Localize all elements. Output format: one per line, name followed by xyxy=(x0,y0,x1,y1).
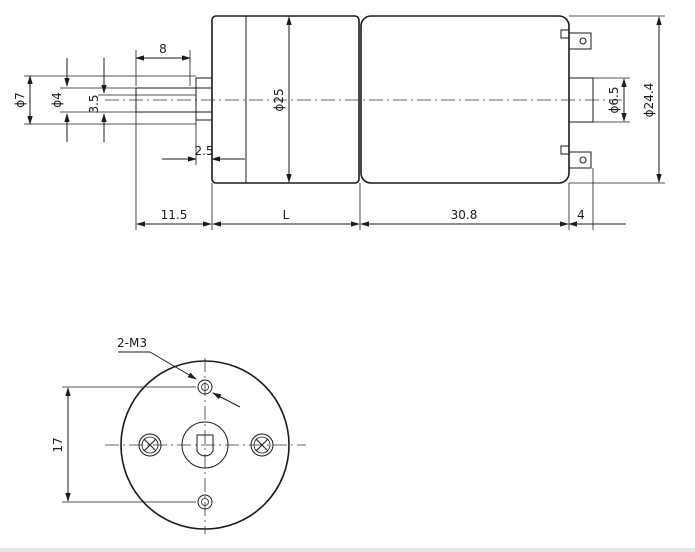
mounting-hole-bottom xyxy=(197,494,213,510)
dim-hole-spacing: 17 xyxy=(51,437,65,452)
dim-shaft-length: 8 xyxy=(159,42,167,56)
terminal-bottom xyxy=(560,145,592,169)
dim-L: L xyxy=(283,208,290,222)
dim-4: 4 xyxy=(577,208,585,222)
dim-dia-6-5: ϕ6.5 xyxy=(607,87,621,114)
dim-30-8: 30.8 xyxy=(451,208,478,222)
motor-body xyxy=(360,15,570,184)
dim-dia-4: ϕ4 xyxy=(50,92,64,108)
dim-flange: 2.5 xyxy=(194,144,213,158)
side-view: 8 ϕ7 ϕ4 3.5 ϕ25 2.5 11.5 L xyxy=(13,15,665,230)
dim-holes: 2-M3 xyxy=(117,336,147,350)
dim-flat: 3.5 xyxy=(87,94,101,113)
front-view: 2-M3 17 xyxy=(51,336,306,534)
dim-11-5: 11.5 xyxy=(161,208,188,222)
dim-dia-24-4: ϕ24.4 xyxy=(642,83,656,118)
mounting-hole-top xyxy=(197,379,213,395)
dim-dia-7: ϕ7 xyxy=(13,92,27,108)
shaft-collar xyxy=(195,77,213,121)
screw-left xyxy=(138,433,162,457)
shaft-d-profile xyxy=(196,434,214,457)
dim-dia-25: ϕ25 xyxy=(272,88,286,111)
terminal-top xyxy=(560,29,592,50)
screw-right xyxy=(250,433,274,457)
bottom-divider xyxy=(0,548,695,552)
output-shaft-face xyxy=(181,421,229,469)
